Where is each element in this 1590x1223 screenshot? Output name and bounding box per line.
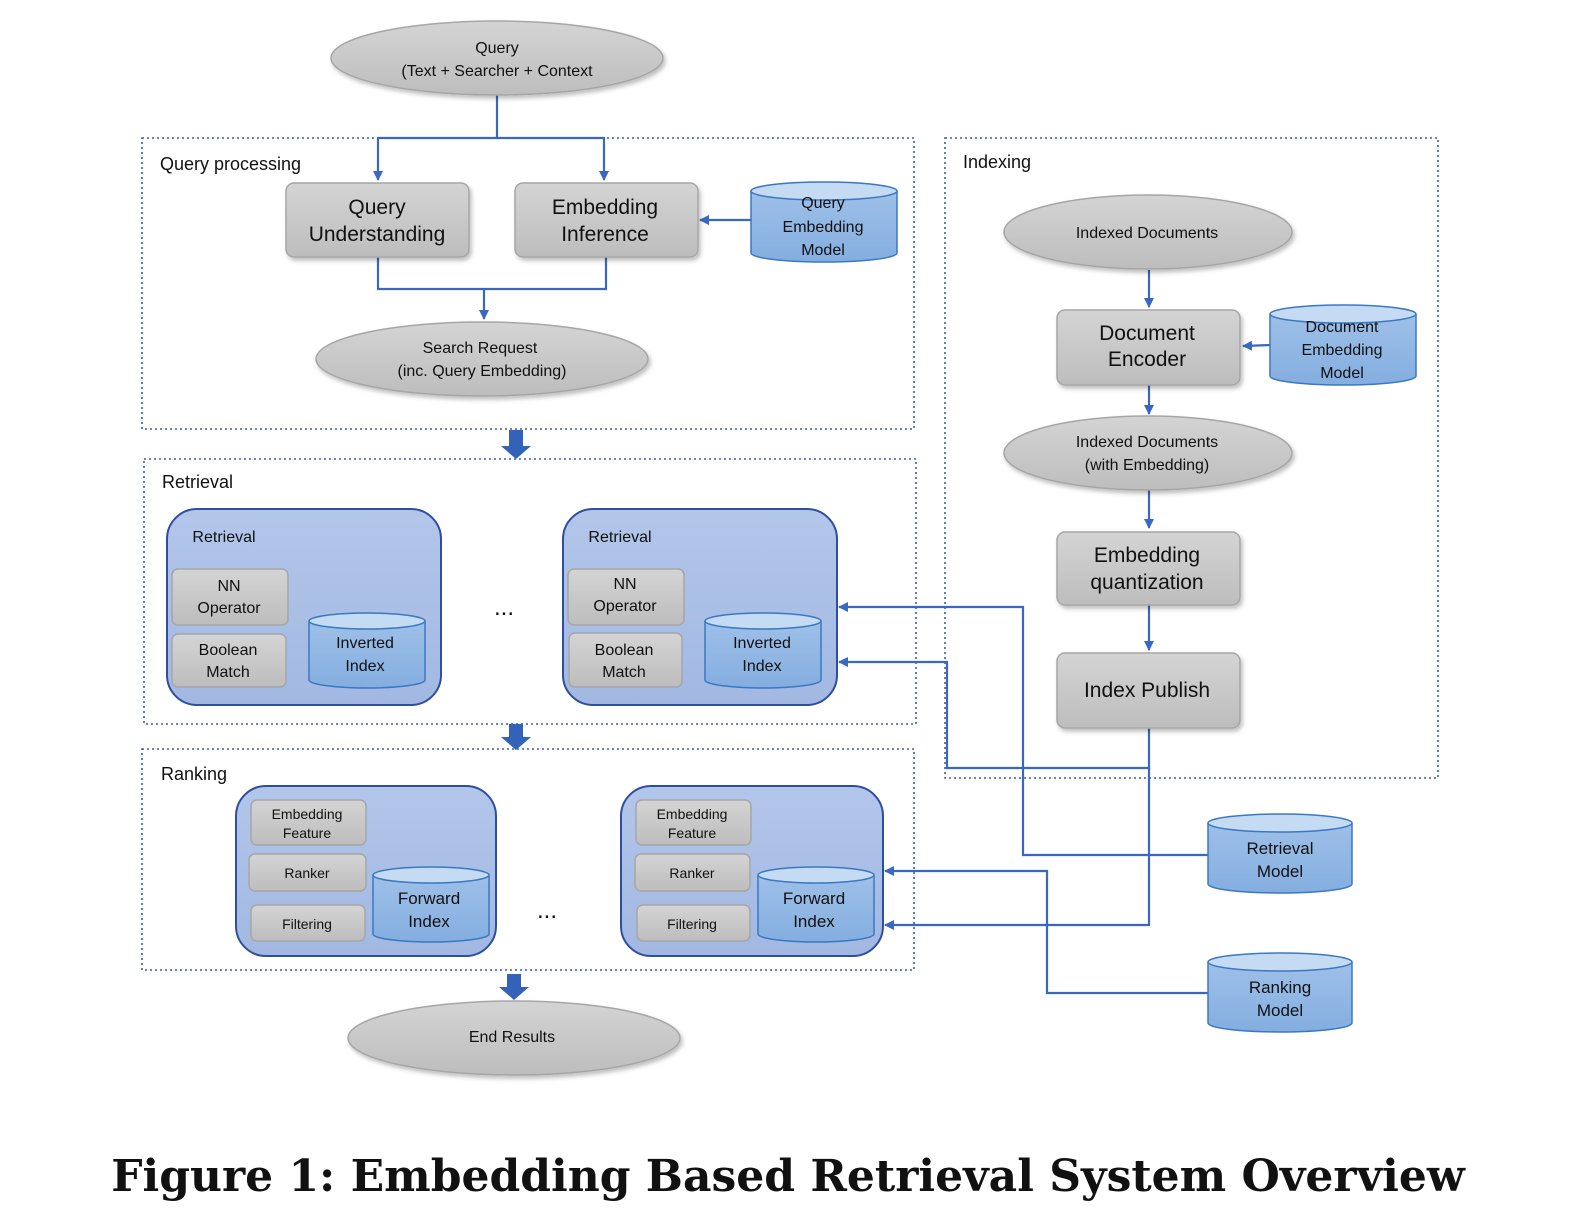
index-publish-box: Index Publish (1056, 652, 1241, 729)
inverted-index-line2: Index (742, 658, 781, 675)
figure-caption: Figure 1: Embedding Based Retrieval Syst… (111, 1151, 1466, 1202)
retrieval-unit-label: Retrieval (192, 529, 255, 546)
embedding-feature-line2: Feature (283, 825, 331, 841)
indexed-documents-with-embedding-line2: (with Embedding) (1085, 457, 1210, 474)
indexed-documents-with-embedding-line1: Indexed Documents (1076, 434, 1218, 451)
ranking-section-label: Ranking (161, 764, 227, 784)
arrow-to-retrieval (501, 430, 531, 459)
forward-index-line2: Index (408, 912, 450, 931)
query-understanding-line2: Understanding (309, 223, 446, 246)
retrieval-model-cylinder: Retrieval Model (1207, 813, 1353, 894)
query-understanding-line1: Query (348, 196, 406, 219)
boolean-match-line2: Match (602, 664, 646, 681)
indexed-documents-with-embedding-node: Indexed Documents (with Embedding) (1003, 415, 1293, 491)
filtering-label: Filtering (667, 916, 717, 932)
query-embedding-model-line1: Query (801, 195, 845, 212)
ranking-model-line2: Model (1257, 1001, 1303, 1020)
document-encoder-box: Document Encoder (1056, 309, 1241, 386)
nn-operator-line2: Operator (197, 600, 261, 617)
boolean-match-line2: Match (206, 664, 250, 681)
embedding-inference-line1: Embedding (552, 196, 658, 219)
nn-operator-line1: NN (613, 576, 636, 593)
embedding-quantization-line2: quantization (1090, 571, 1203, 594)
query-embedding-model-line2: Embedding (783, 219, 864, 236)
forward-index-line1: Forward (398, 889, 460, 908)
ranking-section (141, 748, 915, 971)
ranking-model-cylinder: Ranking Model (1207, 952, 1353, 1033)
ranking-unit-1: Embedding Feature Ranker Filtering Forwa… (235, 785, 497, 957)
filtering-label: Filtering (282, 916, 332, 932)
embedding-inference-line2: Inference (561, 223, 649, 246)
search-request-line1: Search Request (423, 340, 538, 357)
arrow-to-ranking (501, 724, 531, 750)
retrieval-unit-1: Retrieval NN Operator Boolean Match Inve… (166, 508, 442, 706)
retrieval-unit-label: Retrieval (588, 529, 651, 546)
nn-operator-line2: Operator (593, 598, 657, 615)
end-results-label: End Results (469, 1029, 555, 1046)
indexed-documents-node: Indexed Documents (1003, 194, 1293, 270)
connectors (373, 95, 1273, 995)
boolean-match-line1: Boolean (595, 642, 654, 659)
search-request-line2: (inc. Query Embedding) (398, 363, 567, 380)
inverted-index-line1: Inverted (733, 635, 791, 652)
indexing-section-label: Indexing (963, 152, 1031, 172)
query-embedding-model-cylinder: Query Embedding Model (750, 181, 898, 263)
ranking-model-line1: Ranking (1249, 978, 1311, 997)
retrieval-unit-2: Retrieval NN Operator Boolean Match Inve… (562, 508, 838, 706)
retrieval-ellipsis: ... (494, 594, 514, 621)
query-processing-label: Query processing (160, 154, 301, 174)
ranker-label: Ranker (669, 865, 714, 881)
embedding-feature-line1: Embedding (657, 806, 728, 822)
embedding-quantization-box: Embedding quantization (1056, 531, 1241, 606)
inverted-index-line1: Inverted (336, 635, 394, 652)
boolean-match-line1: Boolean (199, 642, 258, 659)
document-encoder-line1: Document (1099, 322, 1195, 345)
retrieval-section (143, 458, 917, 725)
document-encoder-line2: Encoder (1108, 348, 1186, 371)
ranking-ellipsis: ... (537, 897, 557, 924)
inverted-index-line2: Index (345, 658, 384, 675)
query-understanding-box: Query Understanding (285, 182, 470, 258)
search-request-node: Search Request (inc. Query Embedding) (315, 321, 649, 397)
indexing-section (944, 137, 1439, 779)
document-embedding-model-line1: Document (1306, 319, 1379, 336)
retrieval-model-line2: Model (1257, 862, 1303, 881)
stage-arrows (499, 430, 531, 1000)
document-embedding-model-line2: Embedding (1302, 342, 1383, 359)
arrow-to-end-results (499, 974, 529, 1000)
index-publish-label: Index Publish (1084, 679, 1210, 702)
nn-operator-line1: NN (217, 578, 240, 595)
forward-index-line1: Forward (783, 889, 845, 908)
retrieval-section-label: Retrieval (162, 472, 233, 492)
embedding-feature-line2: Feature (668, 825, 716, 841)
document-embedding-model-line3: Model (1320, 365, 1364, 382)
forward-index-line2: Index (793, 912, 835, 931)
query-line2: (Text + Searcher + Context (401, 63, 593, 80)
embedding-quantization-line1: Embedding (1094, 544, 1200, 567)
end-results-node: End Results (347, 1000, 681, 1076)
query-node: Query (Text + Searcher + Context (330, 20, 664, 96)
embedding-inference-box: Embedding Inference (514, 182, 699, 258)
query-line1: Query (475, 40, 519, 57)
ranking-unit-2: Embedding Feature Ranker Filtering Forwa… (620, 785, 884, 957)
indexed-documents-label: Indexed Documents (1076, 225, 1218, 242)
retrieval-model-line1: Retrieval (1246, 839, 1313, 858)
ranker-label: Ranker (284, 865, 329, 881)
embedding-feature-line1: Embedding (272, 806, 343, 822)
query-embedding-model-line3: Model (801, 242, 845, 259)
document-embedding-model-cylinder: Document Embedding Model (1269, 304, 1417, 386)
